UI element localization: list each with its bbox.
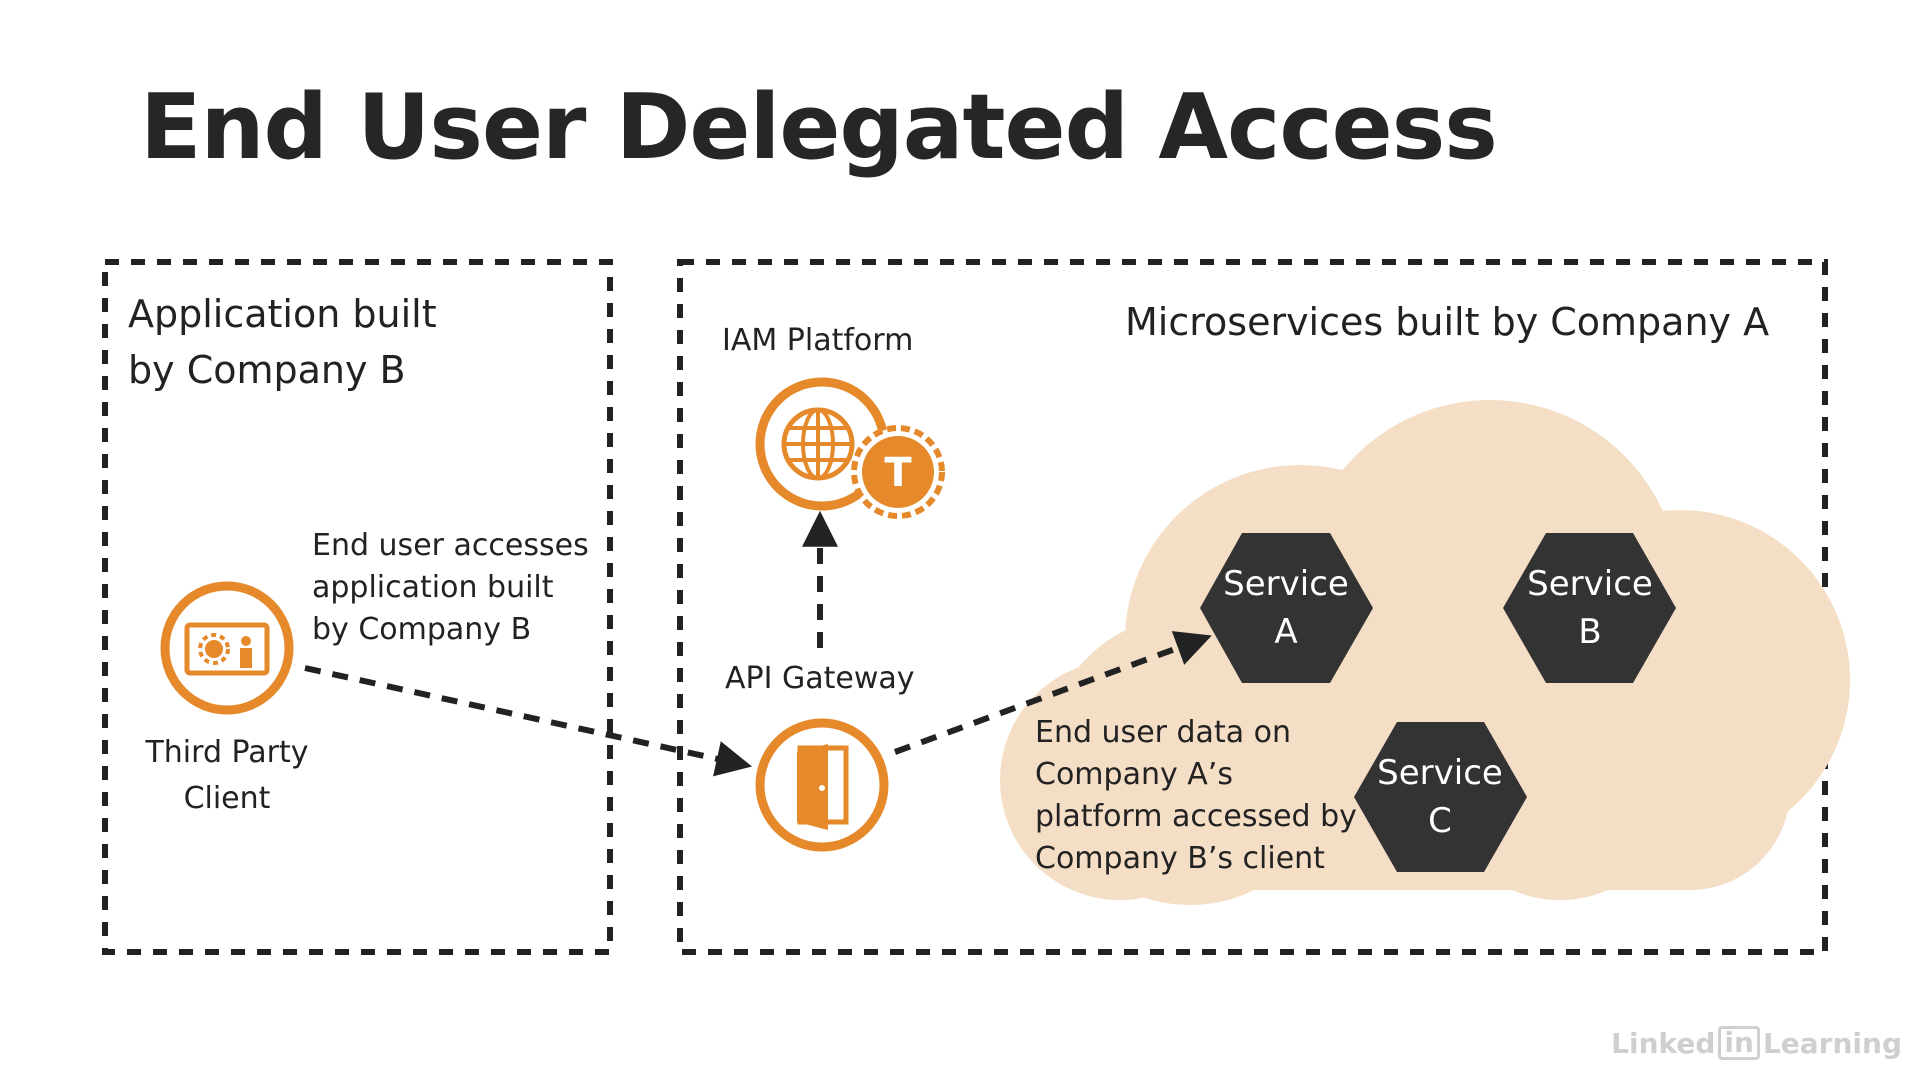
note-line: Company A’s <box>1035 757 1233 792</box>
third-party-client-icon <box>160 581 294 715</box>
iam-platform-icon <box>755 377 945 519</box>
company-b-label-line: by Company B <box>128 348 406 392</box>
client-label-line: Client <box>183 781 271 816</box>
service-b-label: Service B <box>1510 560 1670 656</box>
note-line: Company B’s client <box>1035 841 1325 876</box>
company-b-box-label: Application built by Company B <box>128 286 437 398</box>
linkedin-learning-watermark: Linked in Learning <box>1611 1026 1902 1060</box>
door-icon <box>755 718 889 852</box>
watermark-text: Learning <box>1762 1026 1902 1060</box>
service-letter: B <box>1578 612 1602 652</box>
iam-token-badge: T <box>884 450 912 496</box>
service-a-hexagon <box>1200 533 1373 683</box>
service-b-hexagon <box>1503 533 1676 683</box>
api-gateway-label: API Gateway <box>725 661 915 696</box>
service-a-label: Service A <box>1206 560 1366 656</box>
page-title: End User Delegated Access <box>140 75 1498 180</box>
service-letter: A <box>1274 612 1298 652</box>
service-name: Service <box>1377 753 1503 793</box>
linkedin-logo-icon: in <box>1718 1026 1760 1060</box>
service-c-hexagon <box>1354 722 1527 872</box>
service-name: Service <box>1527 564 1653 604</box>
note-line: platform accessed by <box>1035 799 1357 834</box>
client-label-line: Third Party <box>145 735 309 770</box>
service-c-label: Service C <box>1360 749 1520 845</box>
note-line: End user accesses <box>312 528 589 563</box>
service-name: Service <box>1223 564 1349 604</box>
iam-platform-label: IAM Platform <box>722 323 914 358</box>
note-line: End user data on <box>1035 715 1291 750</box>
watermark-text: Linked <box>1611 1026 1716 1060</box>
third-party-client-label: Third Party Client <box>127 730 327 822</box>
end-user-data-note: End user data on Company A’s platform ac… <box>1035 712 1357 880</box>
service-letter: C <box>1428 801 1452 841</box>
end-user-access-note: End user accesses application built by C… <box>312 525 589 651</box>
company-a-box-label: Microservices built by Company A <box>1125 300 1770 344</box>
note-line: by Company B <box>312 612 532 647</box>
company-b-label-line: Application built <box>128 292 437 336</box>
client-to-gateway-arrow <box>304 665 753 777</box>
note-line: application built <box>312 570 554 605</box>
